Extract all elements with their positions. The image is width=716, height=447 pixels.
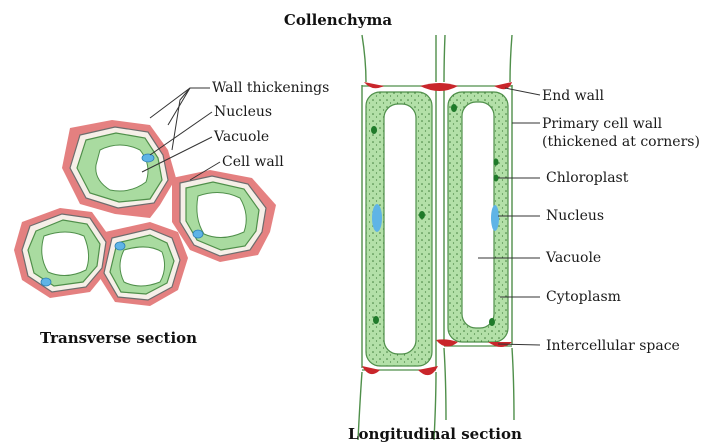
right-nucleus-icon [491, 205, 499, 231]
end-wall-label: End wall [542, 88, 604, 104]
transverse-nuclei [40, 153, 204, 287]
chloroplast-icon [419, 211, 425, 219]
cytoplasm-label: Cytoplasm [546, 289, 621, 305]
intercellular-space-label: Intercellular space [546, 338, 680, 354]
nucleus-icon [141, 153, 155, 163]
left-cell-vacuole [383, 103, 417, 355]
chloroplast-icon [493, 174, 499, 182]
longitudinal-caption: Longitudinal section [348, 425, 522, 443]
chloroplast-icon [489, 318, 495, 326]
transverse-section: Wall thickenings Nucleus Vacuole Cell wa… [14, 80, 329, 347]
longitudinal-nucleus-label: Nucleus [546, 208, 604, 224]
longitudinal-cell-outlines [357, 34, 515, 441]
chloroplast-icon [451, 104, 457, 112]
nucleus-icon [40, 277, 52, 287]
wall-thickenings-label: Wall thickenings [212, 80, 329, 96]
transverse-caption: Transverse section [40, 329, 197, 347]
left-nucleus-icon [372, 204, 382, 232]
cell-wall-label: Cell wall [222, 154, 284, 170]
longitudinal-section: End wall Primary cell wall (thickened at… [348, 34, 700, 443]
primary-wall-label: Primary cell wall [542, 116, 663, 132]
right-cell-vacuole [461, 101, 495, 329]
primary-wall-sublabel: (thickened at corners) [542, 134, 700, 150]
chloroplast-icon [493, 158, 499, 166]
transverse-leaders [141, 87, 221, 181]
longitudinal-vacuole-label: Vacuole [545, 250, 601, 266]
nucleus-icon [192, 229, 204, 239]
chloroplast-label: Chloroplast [546, 170, 629, 186]
transverse-vacuoles [41, 144, 247, 287]
nucleus-icon [114, 241, 126, 251]
diagram-title: Collenchyma [284, 11, 392, 29]
longitudinal-leaders [478, 87, 541, 346]
transverse-vacuole-label: Vacuole [213, 129, 269, 145]
chloroplast-icon [373, 316, 379, 324]
transverse-nucleus-label: Nucleus [214, 104, 272, 120]
chloroplasts [371, 104, 499, 326]
chloroplast-icon [371, 126, 377, 134]
